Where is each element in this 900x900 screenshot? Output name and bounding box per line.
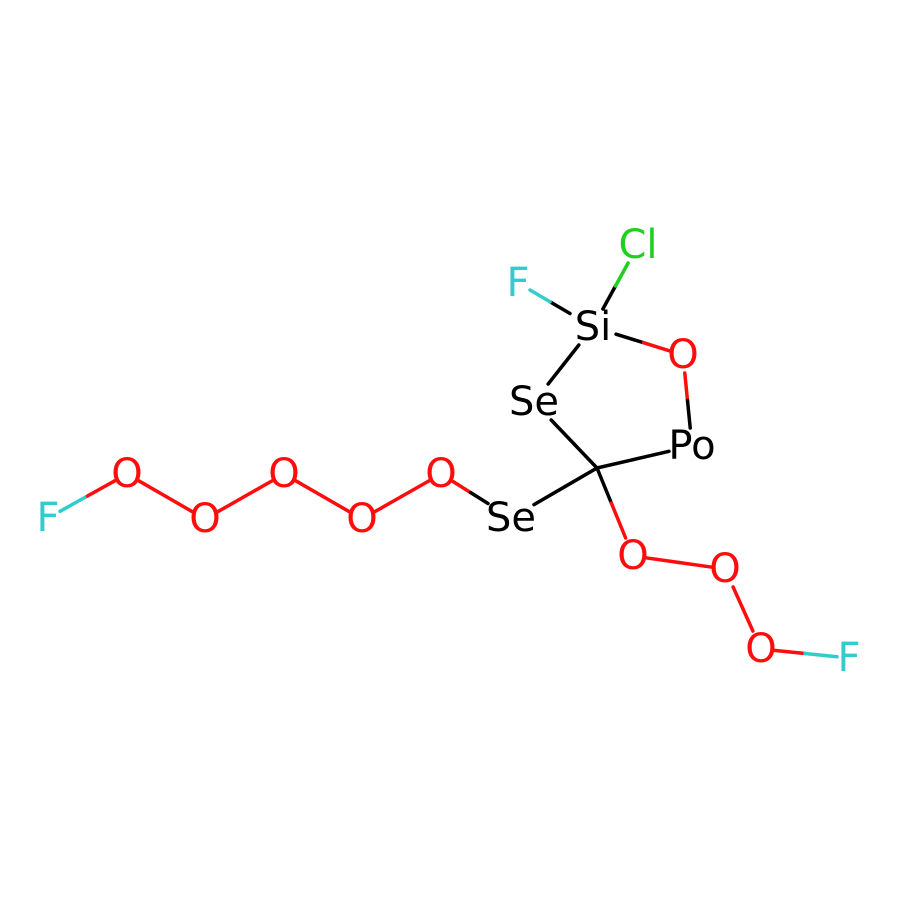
bond-layer [58,261,839,659]
bond-o9-f3-end [803,651,839,659]
atom-label-f3: F [837,635,860,681]
bond-o7-o8-start [643,555,681,565]
bond-si1-f2-end [528,288,552,304]
bond-si1-cl1-end [613,261,630,288]
bond-o6-po1-start [683,371,690,403]
bond-o5-se1-start [451,479,473,495]
bond-o4-o5-end [399,479,431,499]
atom-label-o2: O [189,496,220,542]
atom-label-o6: O [667,332,698,378]
bond-po1-c1-start [631,449,671,462]
atom-label-o8: O [709,546,740,592]
atom-label-o5: O [425,451,456,497]
atom-label-o4: O [346,496,377,542]
bond-c1-o7-start [595,466,614,505]
bond-c1-se2-end [549,418,576,446]
bond-c1-se2-start [572,442,599,470]
atom-label-o7: O [617,533,648,579]
bond-o9-f3-start [771,648,807,656]
bond-o4-o5-start [372,494,404,514]
atom-label-cl1: Cl [618,222,657,268]
atom-label-se2: Se [509,379,559,425]
bond-f1-o1-start [58,494,90,514]
atom-label-f2: F [506,260,529,306]
bond-o6-po1-end [685,398,692,430]
bond-o8-o9-end [741,607,755,633]
bond-o2-o3-end [242,479,274,499]
bond-o5-se1-end [468,490,490,506]
bond-f1-o1-end [85,478,117,498]
bond-c1-o7-end [609,501,628,540]
bond-se2-si1-end [561,343,581,367]
atom-label-o1: O [111,451,142,497]
bond-o1-o2-start [137,479,168,499]
bond-si1-cl1-start [601,284,618,311]
bond-o3-o4-end [321,494,352,514]
bond-po1-c1-end [595,457,635,470]
bond-se2-si1-start [546,362,566,386]
bond-o2-o3-start [215,494,247,514]
bond-si1-o6-start [614,332,646,345]
bond-o1-o2-end [164,494,195,514]
atom-label-po1: Po [668,423,715,469]
bond-o3-o4-start [294,479,325,499]
bond-o8-o9-start [731,585,745,611]
atom-label-se1: Se [486,495,536,541]
atom-label-o3: O [268,451,299,497]
bond-se1-c1-end [563,466,599,489]
bond-si1-f2-start [548,300,572,316]
atom-label-si1: Si [575,304,612,350]
bond-se1-c1-start [532,484,568,507]
atom-label-f1: F [36,495,59,541]
bond-o7-o8-end [677,560,715,570]
bond-si1-o6-end [641,340,673,354]
atom-label-o9: O [745,626,776,672]
